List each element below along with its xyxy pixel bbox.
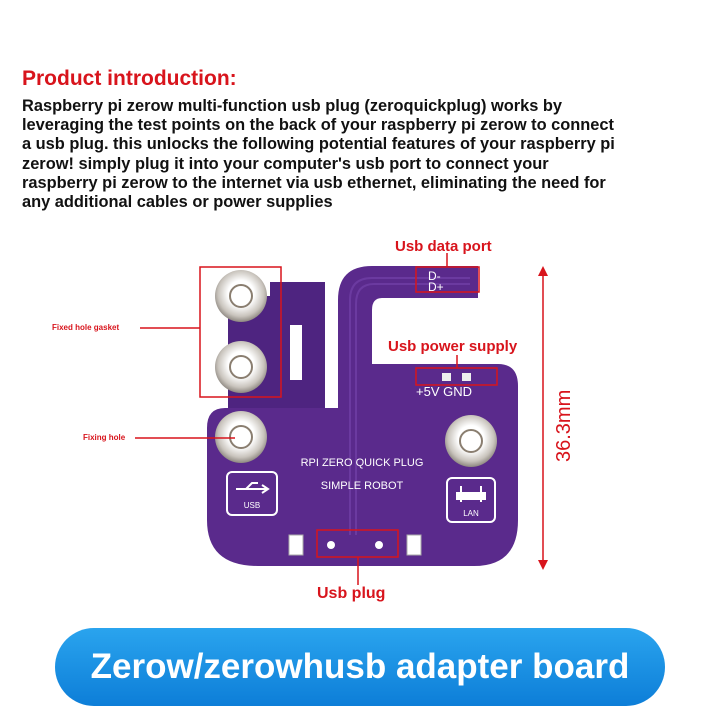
callout-fixed-hole-gasket: Fixed hole gasket bbox=[52, 323, 120, 332]
section-title: Product introduction: bbox=[22, 67, 237, 90]
pin-label-dminus: D- bbox=[428, 269, 441, 283]
callout-fixing-hole: Fixing hole bbox=[83, 433, 126, 442]
pin-label-dplus: D+ bbox=[428, 280, 444, 294]
product-banner: Zerow/zerowhusb adapter board bbox=[55, 628, 665, 706]
description-line: Raspberry pi zerow multi-function usb pl… bbox=[22, 97, 563, 115]
dimension-arrow bbox=[538, 266, 548, 570]
description-line: any additional cables or power supplies bbox=[22, 193, 333, 212]
callout-boxes bbox=[135, 253, 498, 585]
dimension-label: 36.3mm bbox=[553, 389, 575, 462]
svg-text:LAN: LAN bbox=[463, 509, 479, 518]
callout-usb-plug: Usb plug bbox=[317, 585, 386, 602]
banner-text: Zerow/zerowhusb adapter board bbox=[90, 647, 630, 686]
product-description: Raspberry pi zerow multi-function usb pl… bbox=[22, 97, 712, 212]
description-line: zerow! simply plug it into your computer… bbox=[22, 154, 549, 173]
power-pin-labels: +5V GND bbox=[416, 384, 472, 399]
svg-text:USB: USB bbox=[244, 501, 260, 510]
usb-icon: USB bbox=[226, 471, 278, 516]
callout-usb-data-port: Usb data port bbox=[395, 238, 492, 255]
description-line: a usb plug. this unlocks the following p… bbox=[22, 135, 615, 154]
silkscreen-title: RPI ZERO QUICK PLUG bbox=[301, 457, 424, 469]
lan-icon: LAN bbox=[446, 477, 496, 523]
description-line: leveraging the test points on the back o… bbox=[22, 116, 614, 135]
description-line: raspberry pi zerow to the internet via u… bbox=[22, 173, 606, 192]
silkscreen-brand: SIMPLE ROBOT bbox=[321, 480, 404, 492]
callout-usb-power-supply: Usb power supply bbox=[388, 338, 518, 355]
